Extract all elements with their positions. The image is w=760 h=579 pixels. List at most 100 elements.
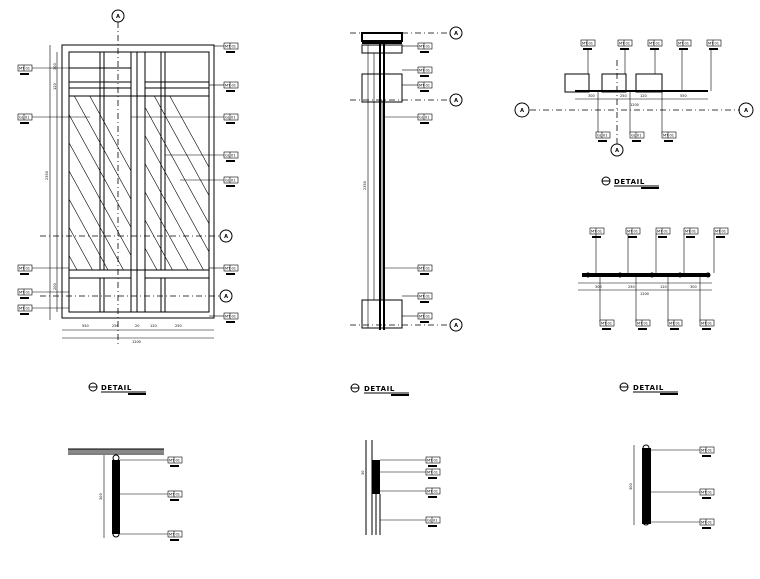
- tag-mt: MT 01: [17, 288, 33, 300]
- tag-mt: MT 01: [425, 468, 441, 480]
- svg-text:MT 01: MT 01: [427, 459, 438, 463]
- plan-bubble-right: A: [738, 102, 754, 118]
- svg-text:1200: 1200: [630, 103, 639, 107]
- detail-bottom-left: 300: [68, 448, 168, 538]
- svg-text:MT 01: MT 01: [701, 449, 712, 453]
- material-tags: MT 01 MT 01 GL 01 GL 01 GL 01 MT 01 MT 0…: [17, 39, 729, 542]
- svg-text:MT 01: MT 01: [627, 230, 638, 234]
- svg-text:MT 01: MT 01: [419, 295, 430, 299]
- svg-text:MT 01: MT 01: [427, 490, 438, 494]
- plan-detail-1: 300 250 120 550 1200 A A A: [514, 50, 754, 157]
- detail-bottom-middle: 30: [361, 440, 426, 535]
- tag-mt: MT 01: [589, 227, 605, 239]
- svg-text:MT 01: MT 01: [582, 42, 593, 46]
- tag-mt: MT 01: [699, 488, 715, 500]
- tag-mt: MT 01: [655, 227, 671, 239]
- svg-text:MT 01: MT 01: [225, 267, 236, 271]
- svg-text:DETAIL: DETAIL: [614, 178, 645, 186]
- plan-bubble-left: A: [514, 102, 530, 118]
- tag-gl: GL 01: [17, 113, 33, 125]
- tag-mt: MT 01: [17, 264, 33, 276]
- svg-text:2350: 2350: [45, 171, 49, 180]
- tag-mt: MT 01: [17, 304, 33, 316]
- svg-text:MT 01: MT 01: [637, 322, 648, 326]
- svg-text:A: A: [224, 234, 228, 240]
- svg-text:MT 01: MT 01: [701, 322, 712, 326]
- tag-mt: MT 01: [699, 446, 715, 458]
- svg-text:GL 01: GL 01: [19, 116, 30, 120]
- svg-text:MT 01: MT 01: [657, 230, 668, 234]
- svg-text:MT 01: MT 01: [419, 84, 430, 88]
- svg-text:MT 01: MT 01: [169, 459, 180, 463]
- svg-text:MT 01: MT 01: [685, 230, 696, 234]
- tag-mt: MT 01: [417, 264, 433, 276]
- svg-text:MT 01: MT 01: [419, 267, 430, 271]
- tag-gl: GL 01: [223, 113, 239, 125]
- detail-caption-1: DETAIL: [88, 382, 146, 395]
- svg-text:DETAIL: DETAIL: [364, 385, 395, 393]
- svg-text:GL 01: GL 01: [597, 134, 608, 138]
- section-bubble-1: A: [449, 26, 463, 40]
- svg-text:MT 01: MT 01: [701, 521, 712, 525]
- svg-text:A: A: [744, 108, 748, 114]
- svg-text:120: 120: [660, 285, 667, 289]
- tag-mt: MT 01: [425, 487, 441, 499]
- svg-text:1200: 1200: [132, 340, 141, 344]
- tag-mt: MT 01: [417, 292, 433, 304]
- tag-mt: MT 01: [167, 456, 183, 468]
- svg-text:MT 01: MT 01: [419, 315, 430, 319]
- tag-mt: MT 01: [617, 39, 633, 51]
- tag-mt: MT 01: [425, 456, 441, 468]
- detail-caption-2: DETAIL: [350, 383, 409, 396]
- glass-hatch-right: [145, 96, 209, 270]
- tag-gl: GL 01: [629, 131, 645, 143]
- svg-text:MT 01: MT 01: [169, 533, 180, 537]
- svg-text:MT 01: MT 01: [708, 42, 719, 46]
- tag-mt: MT 01: [223, 81, 239, 93]
- tag-mt: MT 01: [667, 319, 683, 331]
- tag-mt: MT 01: [676, 39, 692, 51]
- tag-mt: MT 01: [417, 66, 433, 78]
- svg-text:GL 01: GL 01: [419, 116, 430, 120]
- tag-mt: MT 01: [167, 530, 183, 542]
- section-bubble-top: A: [111, 9, 125, 23]
- svg-text:250: 250: [620, 94, 627, 98]
- svg-text:A: A: [454, 31, 458, 37]
- svg-text:250: 250: [628, 285, 635, 289]
- svg-text:550: 550: [680, 94, 687, 98]
- svg-text:A: A: [454, 98, 458, 104]
- tag-gl: GL 01: [417, 113, 433, 125]
- svg-text:MT 01: MT 01: [19, 67, 30, 71]
- tag-mt: MT 01: [580, 39, 596, 51]
- svg-text:MT 01: MT 01: [678, 42, 689, 46]
- section-bubble-3: A: [449, 318, 463, 332]
- svg-text:120: 120: [640, 94, 647, 98]
- svg-text:300: 300: [99, 493, 103, 500]
- svg-text:A: A: [224, 294, 228, 300]
- svg-text:GL 01: GL 01: [631, 134, 642, 138]
- svg-text:A: A: [454, 323, 458, 329]
- tag-gl: GL 01: [595, 131, 611, 143]
- svg-text:MT 01: MT 01: [19, 307, 30, 311]
- svg-text:A: A: [520, 108, 524, 114]
- svg-text:DETAIL: DETAIL: [101, 384, 132, 392]
- svg-text:20: 20: [135, 324, 139, 328]
- svg-text:300: 300: [595, 285, 602, 289]
- svg-text:MT 01: MT 01: [649, 42, 660, 46]
- svg-text:MT 01: MT 01: [19, 267, 30, 271]
- svg-text:MT 01: MT 01: [715, 230, 726, 234]
- svg-text:MT 01: MT 01: [225, 84, 236, 88]
- svg-text:300: 300: [588, 94, 595, 98]
- svg-text:A: A: [615, 148, 619, 154]
- door-frame-outer: [61, 44, 215, 319]
- tag-mt: MT 01: [683, 227, 699, 239]
- svg-text:30: 30: [361, 471, 365, 475]
- detail-bottom-right: 300: [629, 444, 700, 526]
- tag-mt: MT 01: [625, 227, 641, 239]
- tag-gl: GL 01: [223, 176, 239, 188]
- svg-text:DETAIL: DETAIL: [633, 384, 664, 392]
- svg-text:MT 01: MT 01: [601, 322, 612, 326]
- svg-text:MT 01: MT 01: [225, 45, 236, 49]
- svg-text:MT 01: MT 01: [225, 315, 236, 319]
- svg-text:MT 01: MT 01: [427, 471, 438, 475]
